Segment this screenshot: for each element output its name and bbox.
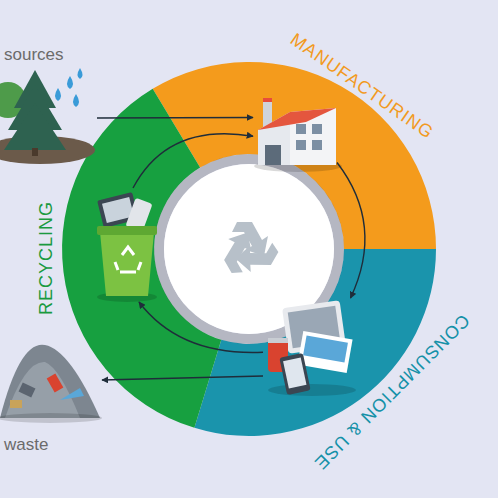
stage-label: RECYCLING — [37, 201, 55, 315]
consumption-node: CONSUMPTION & USE — [265, 300, 355, 395]
manufacturing-node: MANUFACTURING — [255, 95, 335, 170]
resources-illustration — [0, 68, 95, 164]
flow-arrow — [337, 163, 365, 299]
flow-arrow — [139, 302, 263, 352]
recycling-bin-illustration — [97, 192, 157, 302]
stage-label: waste — [4, 436, 48, 453]
waste-illustration — [0, 345, 102, 423]
factory-illustration — [254, 98, 342, 172]
recycle-symbol — [216, 222, 281, 279]
recycling-node: RECYCLING — [97, 190, 157, 300]
resources-node: sources — [0, 40, 95, 170]
waste-node: waste — [0, 330, 100, 455]
stage-label: sources — [4, 46, 64, 63]
flow-arrow — [97, 117, 253, 119]
devices-illustration — [268, 300, 356, 396]
flow-arrow — [133, 134, 253, 188]
flow-arrow — [102, 376, 263, 380]
